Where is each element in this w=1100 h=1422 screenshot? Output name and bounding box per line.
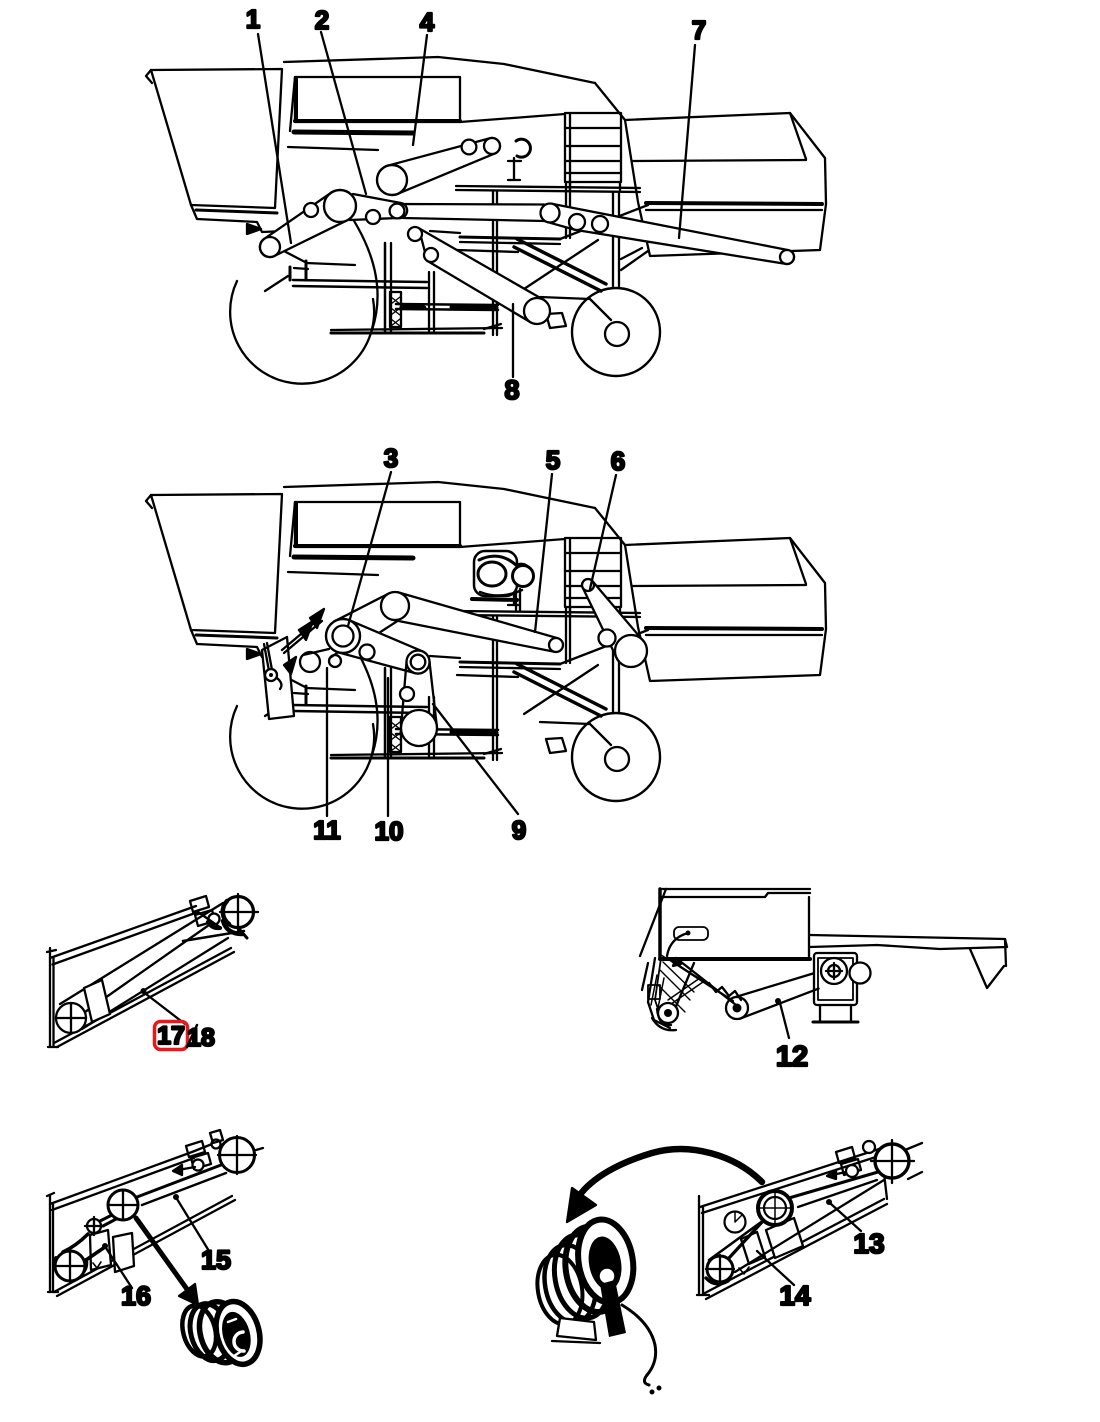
svg-text:16: 16 bbox=[121, 1281, 151, 1311]
svg-text:9: 9 bbox=[512, 815, 526, 845]
svg-text:15: 15 bbox=[201, 1245, 231, 1275]
svg-text:5: 5 bbox=[546, 445, 560, 475]
svg-text:12: 12 bbox=[776, 1041, 808, 1073]
svg-text:10: 10 bbox=[375, 816, 404, 846]
svg-text:4: 4 bbox=[420, 7, 435, 37]
svg-text:13: 13 bbox=[853, 1228, 884, 1259]
svg-text:3: 3 bbox=[384, 443, 398, 473]
svg-text:11: 11 bbox=[313, 815, 341, 845]
svg-text:18: 18 bbox=[187, 1024, 215, 1052]
svg-text:7: 7 bbox=[692, 15, 706, 45]
svg-text:17: 17 bbox=[157, 1022, 185, 1050]
svg-text:6: 6 bbox=[611, 446, 625, 476]
svg-text:8: 8 bbox=[504, 375, 519, 405]
svg-text:14: 14 bbox=[779, 1280, 811, 1311]
svg-text:2: 2 bbox=[315, 5, 329, 35]
svg-text:1: 1 bbox=[246, 4, 260, 34]
